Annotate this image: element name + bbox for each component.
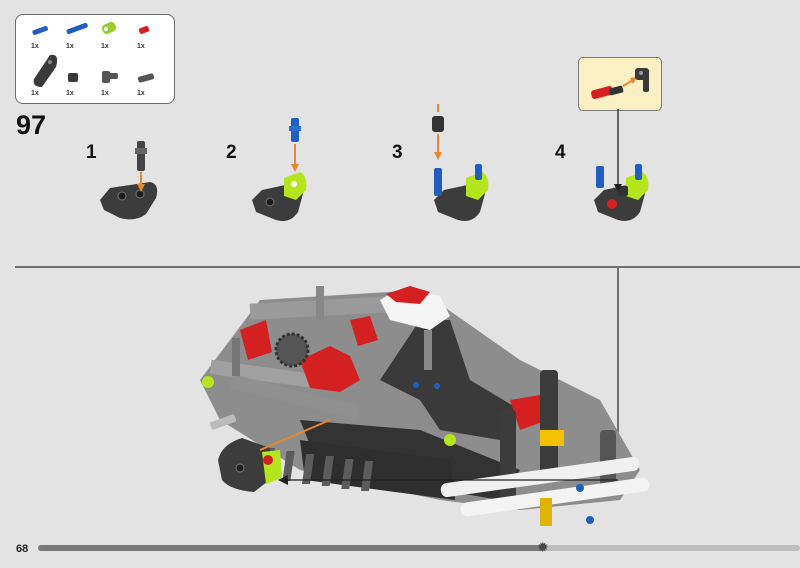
main-model (200, 286, 650, 526)
parts-list: 1x 1x 1x 1x 1x 1x 1x 1x (15, 14, 175, 104)
page-number: 68 (16, 543, 29, 555)
section-divider (15, 266, 800, 268)
part-qty: 1x (31, 43, 39, 50)
part-qty: 1x (101, 90, 109, 97)
parts-icons (32, 21, 155, 87)
red-axle-icon (138, 26, 150, 34)
progress-fill (38, 545, 544, 551)
substep-number: 2 (226, 142, 237, 163)
substep-number: 3 (392, 142, 403, 163)
dark-panel-icon (33, 54, 58, 87)
part-qty: 1x (31, 90, 39, 97)
progress-bar (38, 545, 800, 551)
substep-4-assembly (594, 164, 649, 221)
blue-axle-pin-icon (32, 25, 48, 35)
callout-parts-icon (591, 68, 649, 100)
gray-connector-icon (102, 71, 118, 83)
substep-number: 1 (86, 142, 97, 163)
part-qty: 1x (66, 43, 74, 50)
dark-bush-icon (68, 73, 78, 82)
part-qty: 1x (137, 43, 145, 50)
lime-connector-icon (101, 21, 117, 35)
gray-pin-icon (137, 73, 155, 83)
substep-3-assembly (432, 104, 489, 221)
part-qty: 1x (137, 90, 145, 97)
callout-box (578, 57, 662, 111)
progress-marker-icon: ✹ (536, 539, 549, 555)
long-blue-pin-icon (66, 22, 88, 35)
substep-1-assembly (100, 141, 158, 220)
part-qty: 1x (101, 43, 109, 50)
step-number: 97 (16, 110, 47, 140)
part-qty: 1x (66, 90, 74, 97)
substep-number: 4 (555, 142, 566, 163)
substep-2-assembly (252, 118, 307, 221)
